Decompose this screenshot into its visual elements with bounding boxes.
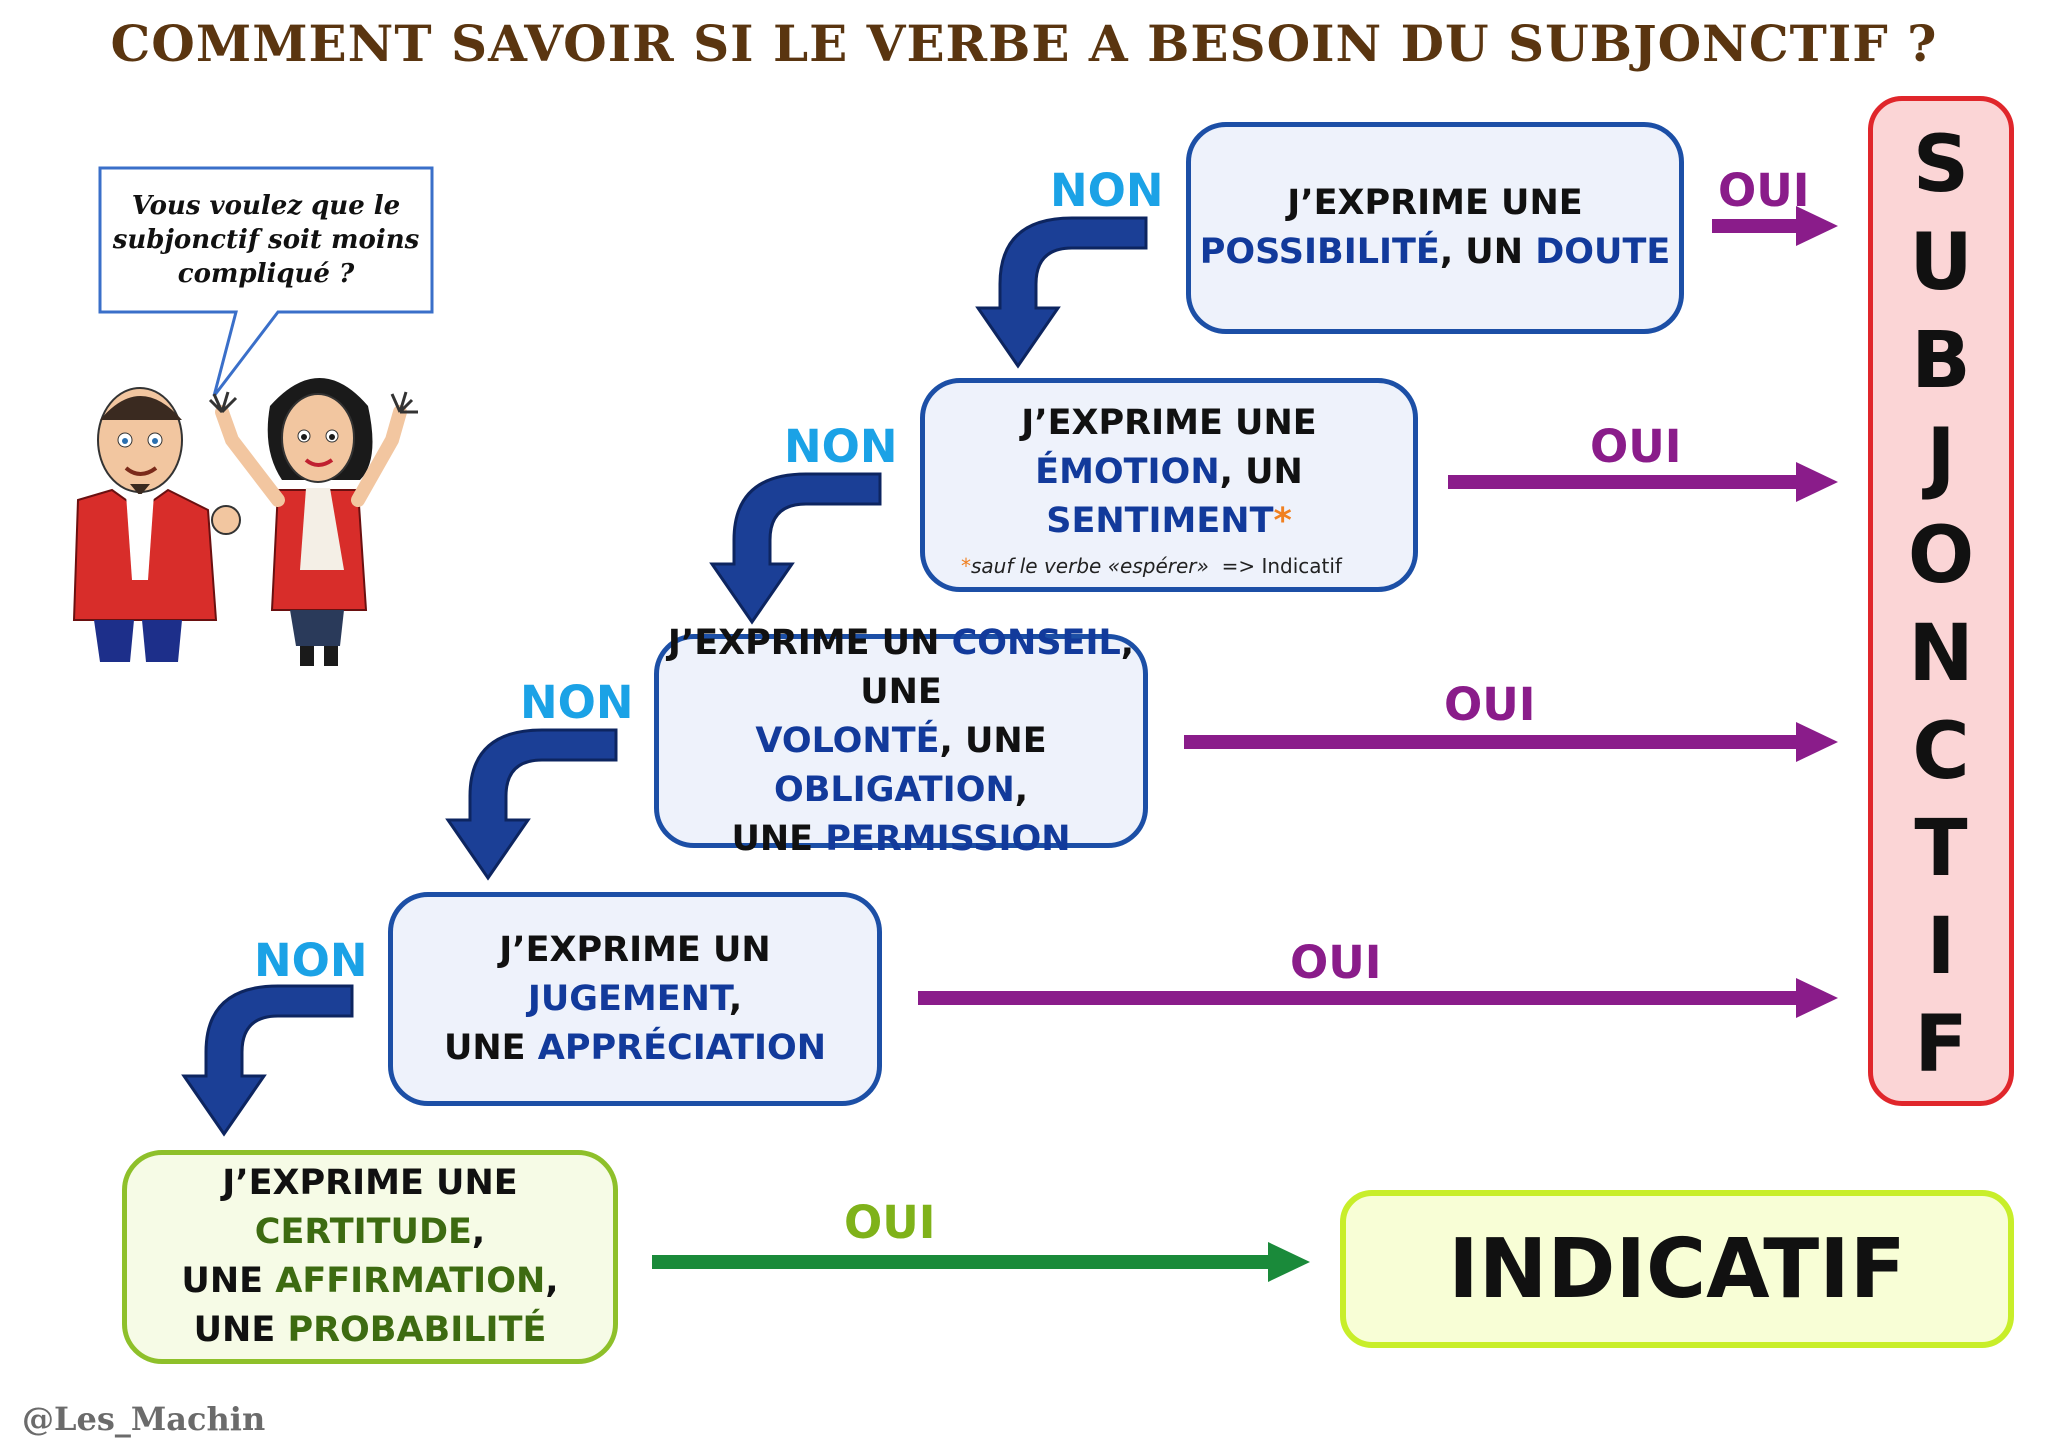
subjonctif-letter: T [1914,804,1968,895]
keyword-sentiment: SENTIMENT [1046,500,1274,541]
keyword-possibilite: POSSIBILITÉ [1199,232,1440,272]
step-line: UNE APPRÉCIATION [444,1024,826,1073]
speech-bubble-text: Vous voulez que le subjonctif soit moins… [112,191,420,289]
non-label-2: NON [784,420,898,473]
step-line: J’EXPRIME UNE [1021,399,1316,448]
step-line: J’EXPRIME UN CONSEIL, UNE [659,619,1143,717]
keyword-conseil: CONSEIL [951,622,1121,663]
step-line: J’EXPRIME UNE CERTITUDE, [127,1159,613,1257]
oui-label-2: OUI [1590,420,1682,473]
step-text: UNE [443,1027,538,1068]
oui-arrow-1 [1712,206,1838,246]
non-arrow-3 [446,728,618,880]
step-line: J’EXPRIME UNE [1287,179,1582,228]
footnote-exception: sauf le verbe «espérer» [971,554,1209,578]
step-line: POSSIBILITÉ, UN DOUTE [1200,228,1670,277]
subjonctif-letter: C [1912,706,1970,797]
subjonctif-letter: S [1912,120,1970,210]
keyword-certitude: CERTITUDE [254,1212,472,1252]
step-text: , UNE [939,720,1047,761]
author-credit: @Les_Machin [22,1400,266,1438]
step-conseil-volonte: J’EXPRIME UN CONSEIL, UNE VOLONTÉ, UNE O… [654,623,1148,859]
subjonctif-letter: J [1926,413,1956,504]
oui-arrow-5 [652,1242,1310,1282]
indicatif-label: INDICATIF [1448,1221,1906,1317]
esperer-footnote: *sauf le verbe «espérer» => Indicatif [961,553,1342,579]
step-text: UNE [731,818,826,859]
step-text: , [1014,769,1029,810]
keyword-probabilite: PROBABILITÉ [287,1310,547,1350]
keyword-permission: PERMISSION [825,818,1071,859]
indicatif-result-box: INDICATIF [1340,1190,2014,1348]
step-text: J’EXPRIME UN [667,622,952,663]
non-label-4: NON [254,934,368,987]
subjonctif-letter: O [1907,511,1975,602]
keyword-appreciation: APPRÉCIATION [537,1027,827,1068]
step-text: , [471,1212,486,1252]
oui-label-5: OUI [844,1196,936,1249]
subjonctif-letter: B [1911,315,1971,406]
keyword-jugement: JUGEMENT [527,978,729,1019]
subjonctif-letter: F [1914,999,1968,1090]
step-line: ÉMOTION, UN SENTIMENT* [925,448,1413,546]
step-text: UNE [181,1261,276,1301]
subjonctif-letter: N [1908,608,1974,699]
step-line: VOLONTÉ, UNE OBLIGATION, [659,717,1143,815]
step-line: UNE PROBABILITÉ [194,1306,547,1355]
step-text: , [545,1261,559,1301]
step-text: , UN [1219,451,1303,492]
woman-character-icon [208,378,418,666]
non-arrow-1 [976,216,1148,368]
step-text: , UNE [860,622,1135,712]
step-certitude-affirmation: J’EXPRIME UNE CERTITUDE, UNE AFFIRMATION… [122,1150,618,1364]
asterisk: * [1273,500,1292,541]
speech-bubble [98,166,434,397]
step-text: J’EXPRIME UNE [1287,183,1583,223]
non-arrow-4 [182,984,354,1136]
page-title: COMMENT SAVOIR SI LE VERBE A BESOIN DU S… [110,14,1938,73]
oui-arrow-3 [1184,722,1838,762]
oui-arrow-2 [1448,462,1838,502]
step-line: J’EXPRIME UN JUGEMENT, [393,926,877,1024]
subjonctif-letter: I [1926,902,1956,993]
footnote-result: => Indicatif [1221,554,1342,578]
oui-label-4: OUI [1290,936,1382,989]
step-possibilite-doute: J’EXPRIME UNE POSSIBILITÉ, UN DOUTE [1186,122,1684,334]
keyword-affirmation: AFFIRMATION [275,1261,546,1301]
step-line: UNE PERMISSION [731,815,1070,864]
keyword-doute: DOUTE [1535,232,1671,272]
characters-illustration [72,166,434,666]
subjonctif-result-box: S U B J O N C T I F [1868,96,2014,1106]
oui-arrow-4 [918,978,1838,1018]
step-line: UNE AFFIRMATION, [181,1257,558,1306]
step-text: UNE [193,1310,288,1350]
step-text: , [728,978,743,1019]
step-jugement-appreciation: J’EXPRIME UN JUGEMENT, UNE APPRÉCIATION [388,892,882,1106]
keyword-volonte: VOLONTÉ [755,720,940,761]
step-emotion-sentiment: J’EXPRIME UNE ÉMOTION, UN SENTIMENT* *sa… [920,378,1418,592]
man-character-icon [72,387,241,662]
keyword-obligation: OBLIGATION [773,769,1015,810]
non-label-1: NON [1050,164,1164,217]
oui-label-3: OUI [1444,678,1536,731]
footnote-asterisk: * [961,554,971,578]
step-text: J’EXPRIME UNE [1021,402,1317,443]
step-text: J’EXPRIME UN [499,929,771,970]
keyword-emotion: ÉMOTION [1035,451,1220,492]
non-arrow-2 [710,472,882,624]
oui-label-1: OUI [1718,164,1810,217]
step-text: J’EXPRIME UNE [222,1163,518,1203]
subjonctif-letter: U [1909,217,1973,308]
step-text: , UN [1439,232,1536,272]
non-label-3: NON [520,676,634,729]
